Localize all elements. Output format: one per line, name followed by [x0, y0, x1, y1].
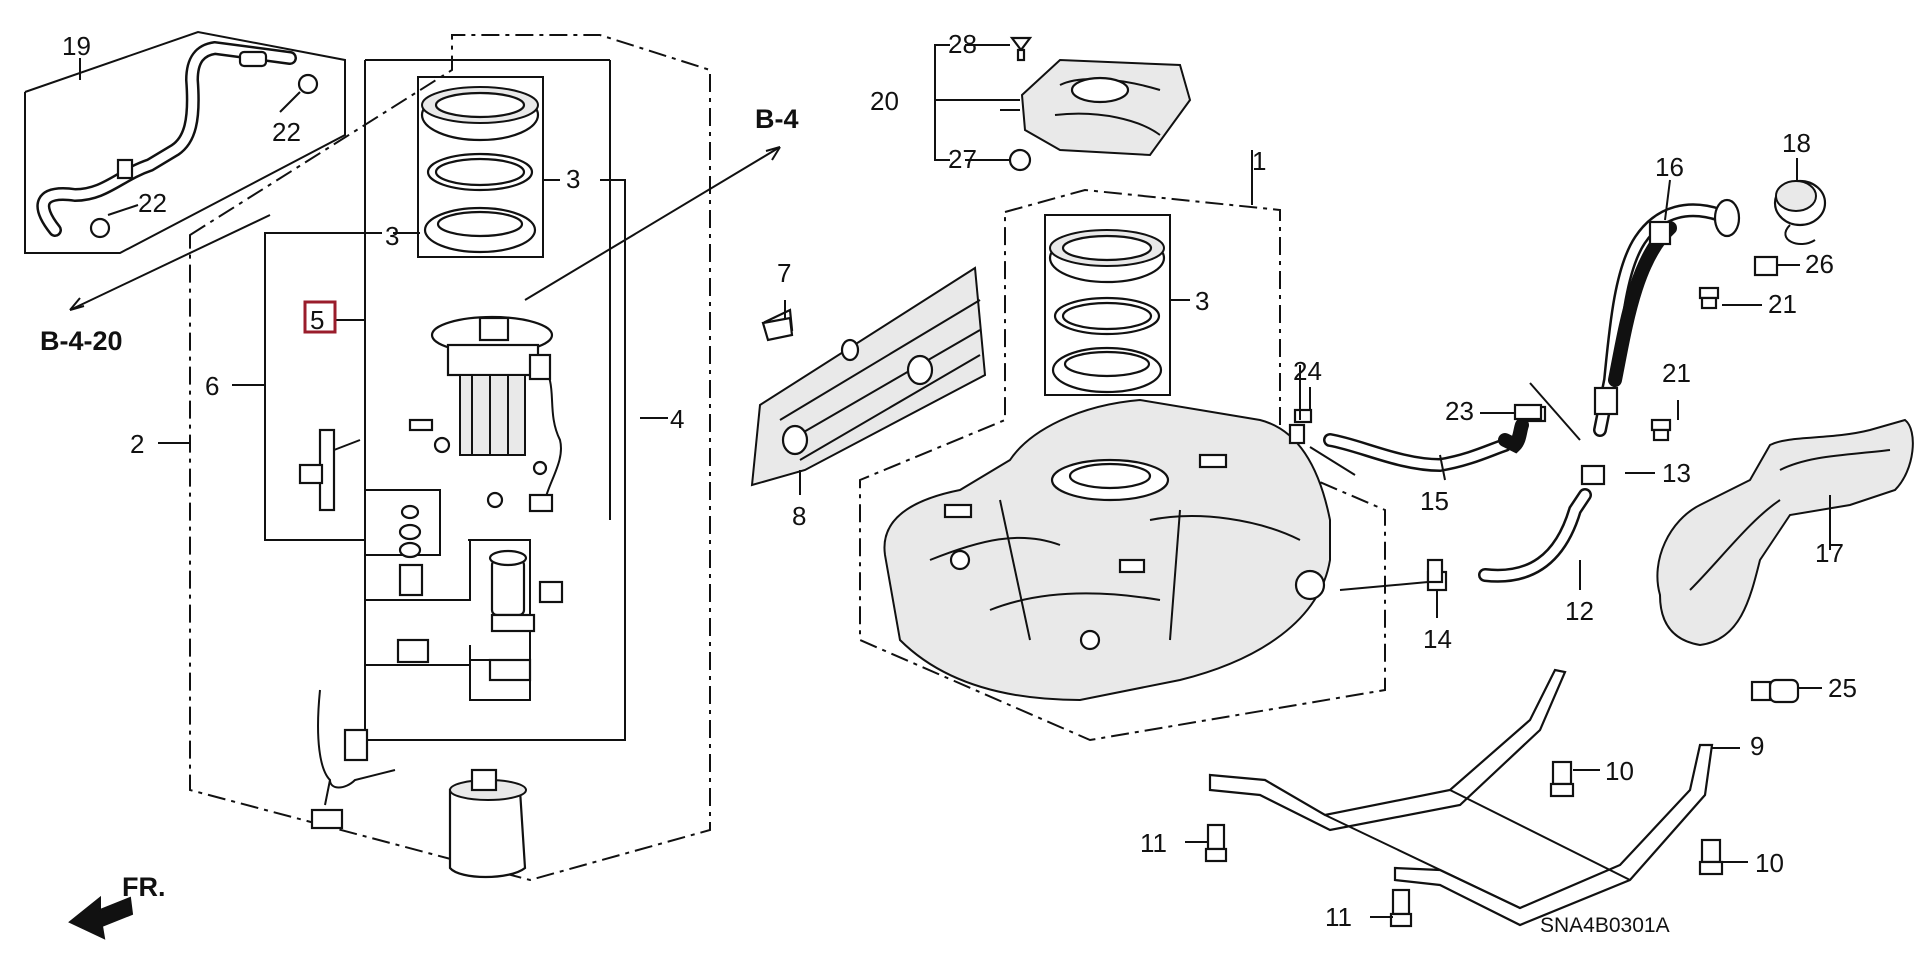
hose-19 — [36, 40, 319, 239]
label-1: 1 — [1252, 146, 1266, 176]
label-3b: 3 — [385, 221, 399, 251]
filler-shield-17 — [1656, 418, 1914, 704]
label-8: 8 — [792, 501, 806, 531]
label-20: 20 — [870, 86, 899, 116]
label-13: 13 — [1662, 458, 1691, 488]
label-25: 25 — [1828, 673, 1857, 703]
label-24: 24 — [1293, 356, 1322, 386]
label-11a: 11 — [1140, 828, 1167, 858]
label-22b: 22 — [138, 188, 167, 218]
front-arrow — [68, 895, 134, 940]
label-26: 26 — [1805, 249, 1834, 279]
ring-set-upper — [420, 86, 540, 254]
label-11b: 11 — [1325, 902, 1352, 932]
label-17: 17 — [1815, 538, 1844, 568]
reference-labels: B-4 B-4-20 FR. SNA4B0301A — [40, 104, 1670, 937]
label-3c: 3 — [1195, 286, 1209, 316]
highlight-box-5 — [303, 300, 337, 334]
label-6: 6 — [205, 371, 219, 401]
leader-lines — [69, 44, 1831, 918]
label-18: 18 — [1782, 128, 1811, 158]
label-28: 28 — [948, 29, 977, 59]
label-14: 14 — [1423, 624, 1452, 654]
label-7: 7 — [777, 258, 791, 288]
filler-hoses — [1288, 179, 1827, 592]
assembly-outlines — [24, 30, 1386, 882]
ref-b420: B-4-20 — [40, 326, 123, 356]
label-2: 2 — [130, 429, 144, 459]
label-9: 9 — [1750, 731, 1764, 761]
label-12: 12 — [1565, 596, 1594, 626]
fuel-tank-1 — [883, 398, 1331, 702]
part-labels: 1 2 3 3 3 4 5 6 7 8 9 10 10 11 11 12 13 … — [62, 29, 1857, 932]
label-15: 15 — [1420, 486, 1449, 516]
tank-straps — [1204, 668, 1724, 928]
ring-set-tank — [1048, 229, 1166, 394]
cover-20 — [1008, 36, 1192, 172]
label-19: 19 — [62, 31, 91, 61]
label-27: 27 — [948, 144, 977, 174]
label-21a: 21 — [1768, 289, 1797, 319]
label-10a: 10 — [1605, 756, 1634, 786]
label-5: 5 — [310, 305, 324, 335]
label-16: 16 — [1655, 152, 1684, 182]
ref-b4: B-4 — [755, 104, 799, 134]
label-10b: 10 — [1755, 848, 1784, 878]
label-21b: 21 — [1662, 358, 1691, 388]
heat-shield-8 — [750, 266, 987, 487]
front-label: FR. — [122, 872, 166, 902]
label-4: 4 — [670, 404, 684, 434]
fuel-pump-module — [298, 315, 564, 879]
label-22a: 22 — [272, 117, 301, 147]
label-3a: 3 — [566, 164, 580, 194]
diagram-code: SNA4B0301A — [1540, 914, 1670, 937]
label-23: 23 — [1445, 396, 1474, 426]
